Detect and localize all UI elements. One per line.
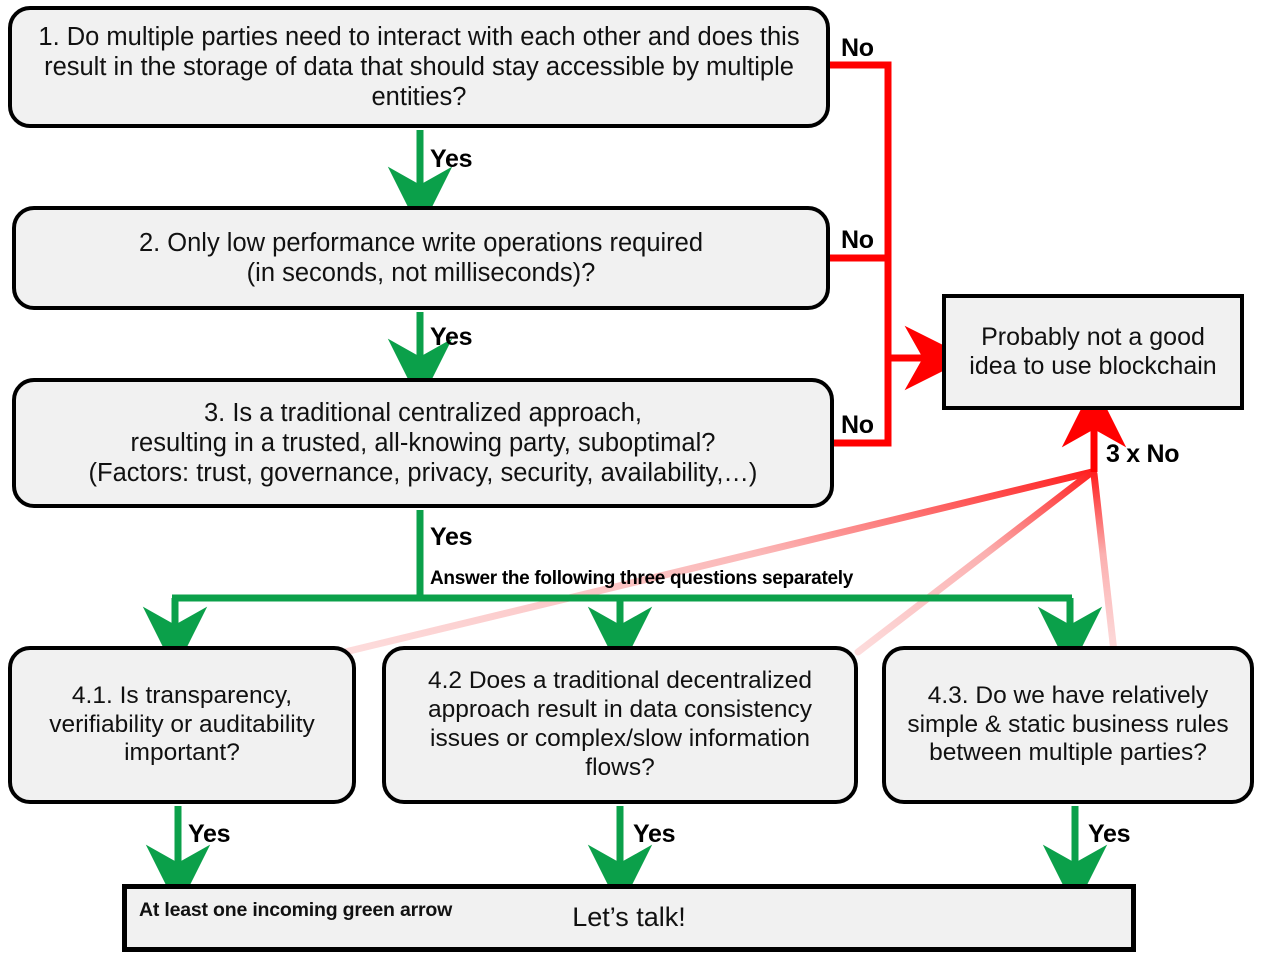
question-2-text: 2. Only low performance write operations…: [138, 228, 704, 287]
question-box-3[interactable]: 3. Is a traditional centralized approach…: [12, 378, 834, 508]
edge-label-yes-4-3: Yes: [1088, 820, 1131, 848]
question-box-2[interactable]: 2. Only low performance write operations…: [12, 206, 830, 310]
edge-label-yes-1-to-2: Yes: [430, 145, 473, 173]
edge-label-yes-3-to-4: Yes: [430, 523, 473, 551]
edge-label-no-1: No: [841, 34, 874, 62]
edge-label-no-2: No: [841, 226, 874, 254]
edge-label-yes-4-1: Yes: [188, 820, 231, 848]
outcome-not-blockchain-text: Probably not a good idea to use blockcha…: [969, 322, 1217, 381]
question-box-4-1[interactable]: 4.1. Is transparency, verifiability or a…: [8, 646, 356, 804]
question-3-text: 3. Is a traditional centralized approach…: [88, 398, 758, 488]
edge-label-yes-2-to-3: Yes: [430, 323, 473, 351]
question-1-text: 1. Do multiple parties need to interact …: [38, 22, 800, 112]
outcome-lets-talk-text: Let’s talk!: [572, 902, 686, 933]
question-4-1-text: 4.1. Is transparency, verifiability or a…: [49, 681, 315, 767]
outcome-lets-talk-note: At least one incoming green arrow: [139, 899, 453, 922]
edge-label-no-3: No: [841, 411, 874, 439]
question-4-2-text: 4.2 Does a traditional decentralized app…: [427, 667, 813, 781]
edge-label-answer-note: Answer the following three questions sep…: [430, 568, 853, 589]
edge-label-yes-4-2: Yes: [633, 820, 676, 848]
outcome-box-lets-talk[interactable]: At least one incoming green arrow Let’s …: [122, 884, 1136, 952]
edge-label-three-x-no: 3 x No: [1106, 440, 1180, 468]
question-box-1[interactable]: 1. Do multiple parties need to interact …: [8, 6, 830, 128]
question-box-4-3[interactable]: 4.3. Do we have relatively simple & stat…: [882, 646, 1254, 804]
question-4-3-text: 4.3. Do we have relatively simple & stat…: [907, 681, 1229, 767]
question-box-4-2[interactable]: 4.2 Does a traditional decentralized app…: [382, 646, 858, 804]
outcome-box-not-blockchain[interactable]: Probably not a good idea to use blockcha…: [942, 294, 1244, 410]
